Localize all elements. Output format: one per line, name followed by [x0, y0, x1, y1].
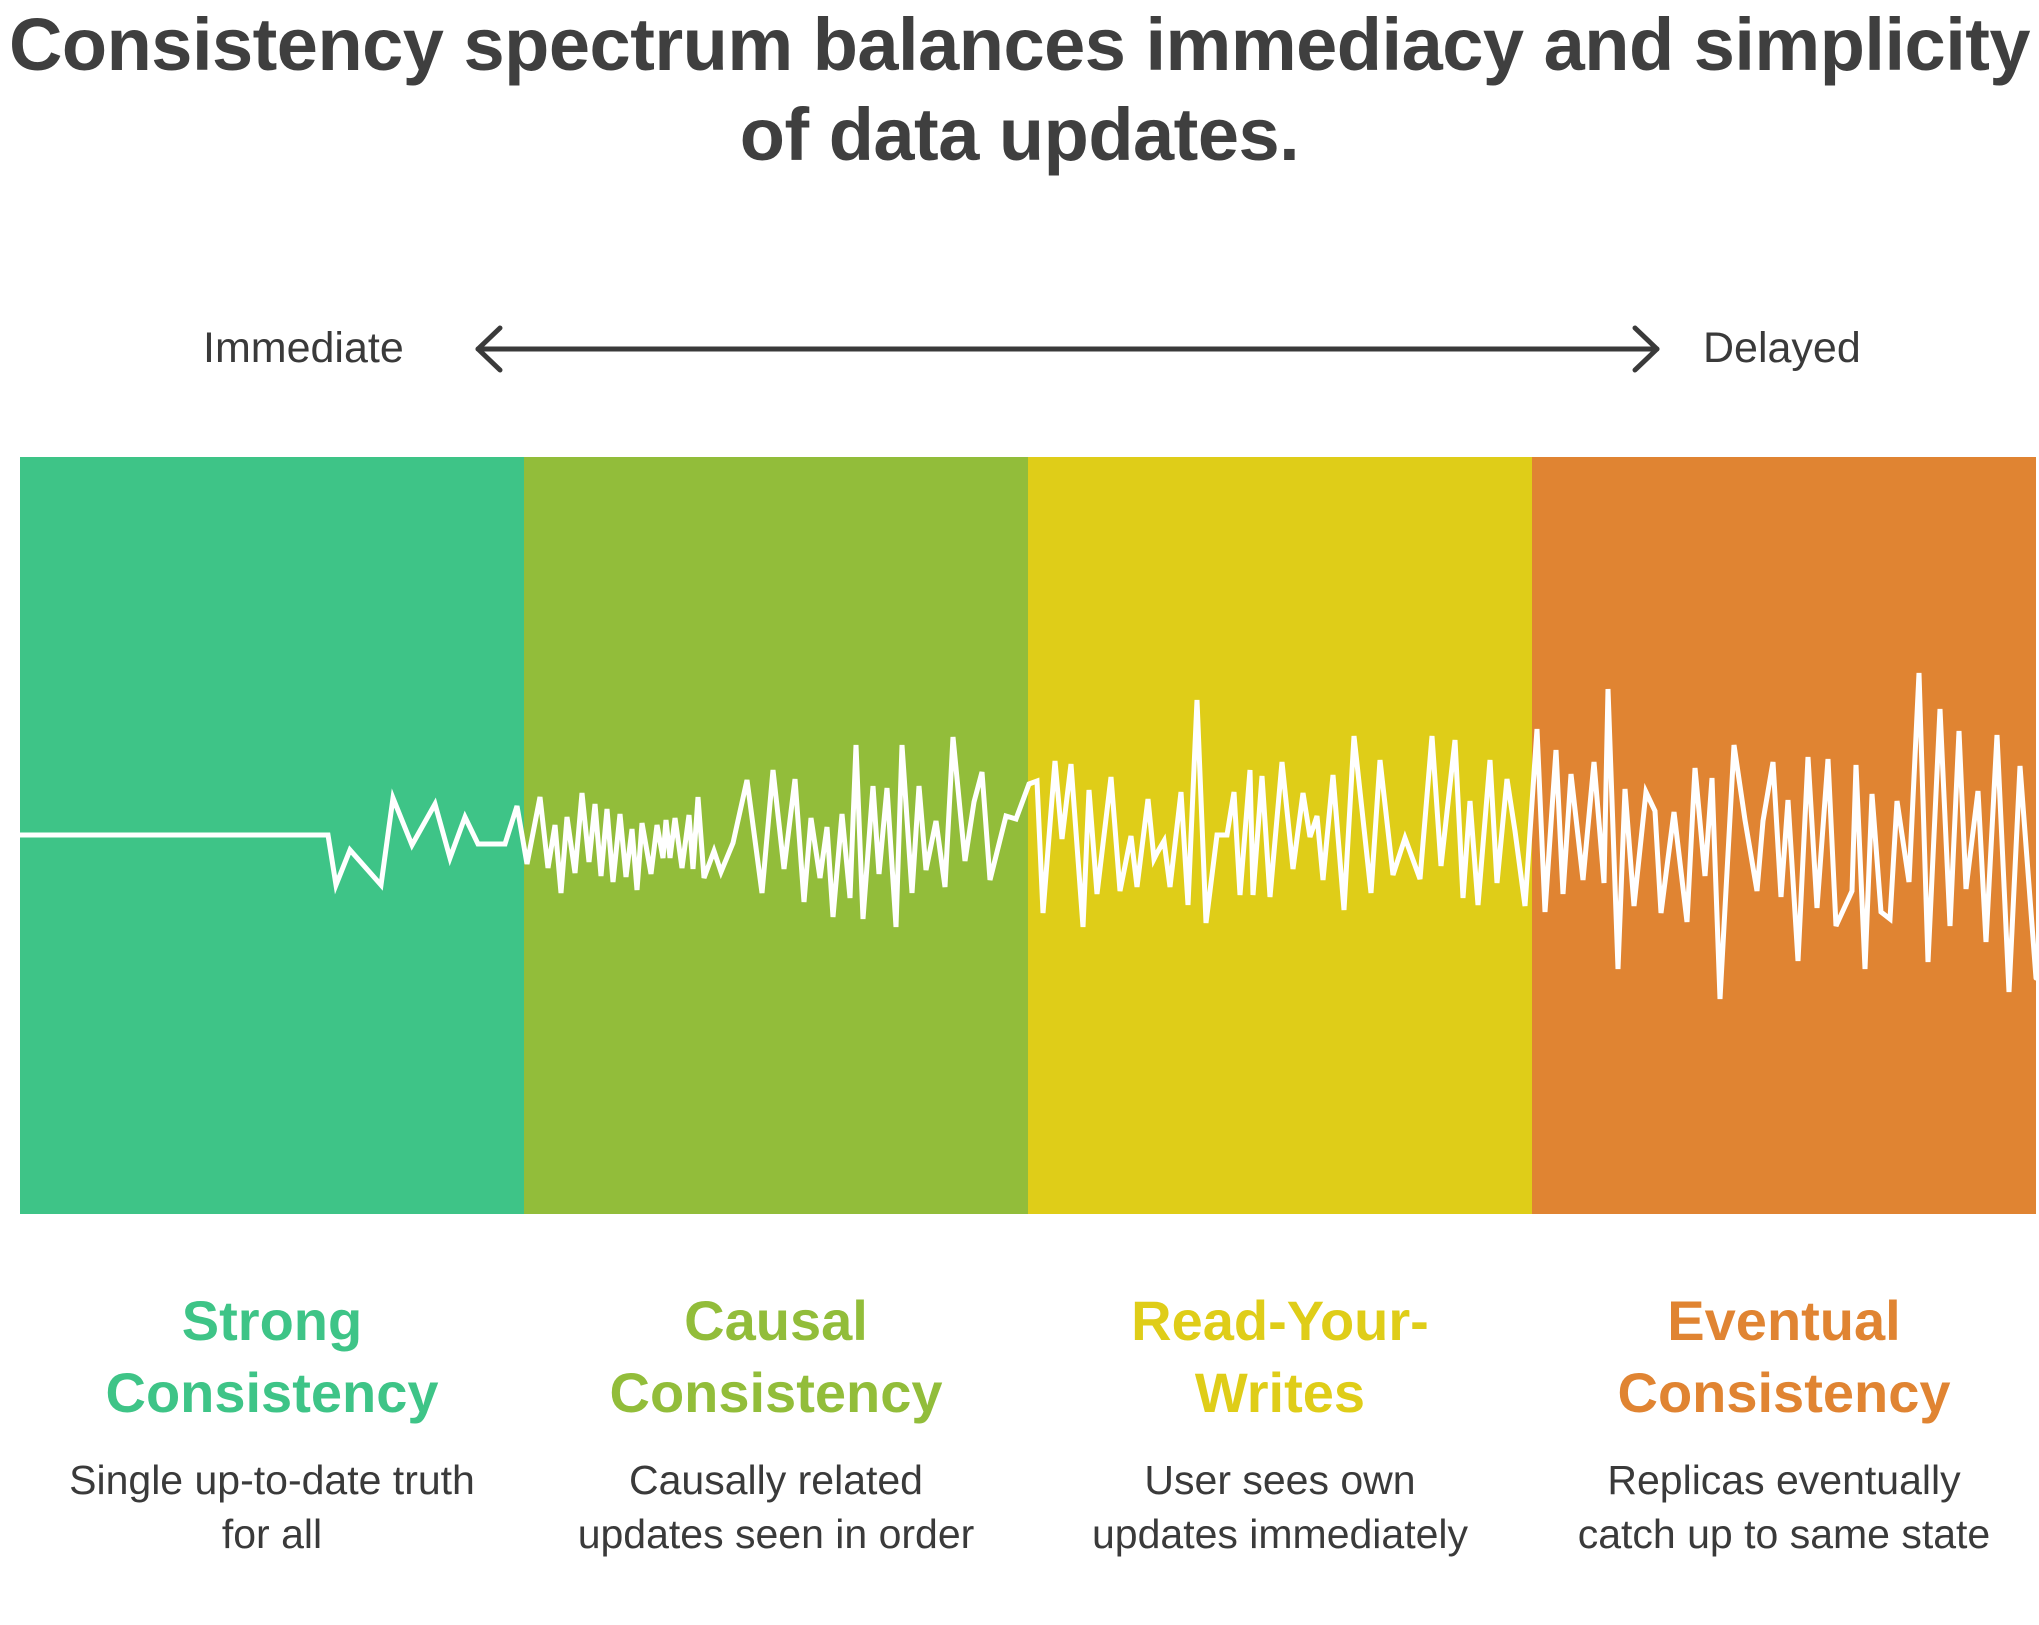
segment-title: Eventual Consistency [1617, 1289, 1951, 1424]
segment-title: Read-Your-Writes [1131, 1289, 1429, 1424]
band-read-your-writes [1028, 457, 1532, 1214]
segment-read-your-writes: Read-Your-Writes User sees own updates i… [1028, 1285, 1532, 1561]
segment-eventual: Eventual Consistency Replicas eventually… [1532, 1285, 2036, 1561]
segment-description: Replicas eventually catch up to same sta… [1577, 1457, 1991, 1557]
segment-causal: Causal Consistency Causally related upda… [524, 1285, 1028, 1561]
consistency-spectrum [20, 457, 2036, 1214]
segment-description: Single up-to-date truth for all [69, 1457, 475, 1557]
segment-title: Causal Consistency [609, 1289, 943, 1424]
delayed-label: Delayed [1703, 324, 1861, 372]
immediate-label: Immediate [203, 324, 404, 372]
segment-description: User sees own updates immediately [1091, 1457, 1469, 1557]
noise-wave-icon [20, 672, 2036, 1000]
segment-strong: Strong Consistency Single up-to-date tru… [20, 1285, 524, 1561]
page-title: Consistency spectrum balances immediacy … [8, 3, 2031, 176]
segment-description: Causally related updates seen in order [577, 1457, 975, 1557]
segment-title: Strong Consistency [105, 1289, 439, 1424]
double-headed-arrow-icon [475, 325, 1660, 373]
